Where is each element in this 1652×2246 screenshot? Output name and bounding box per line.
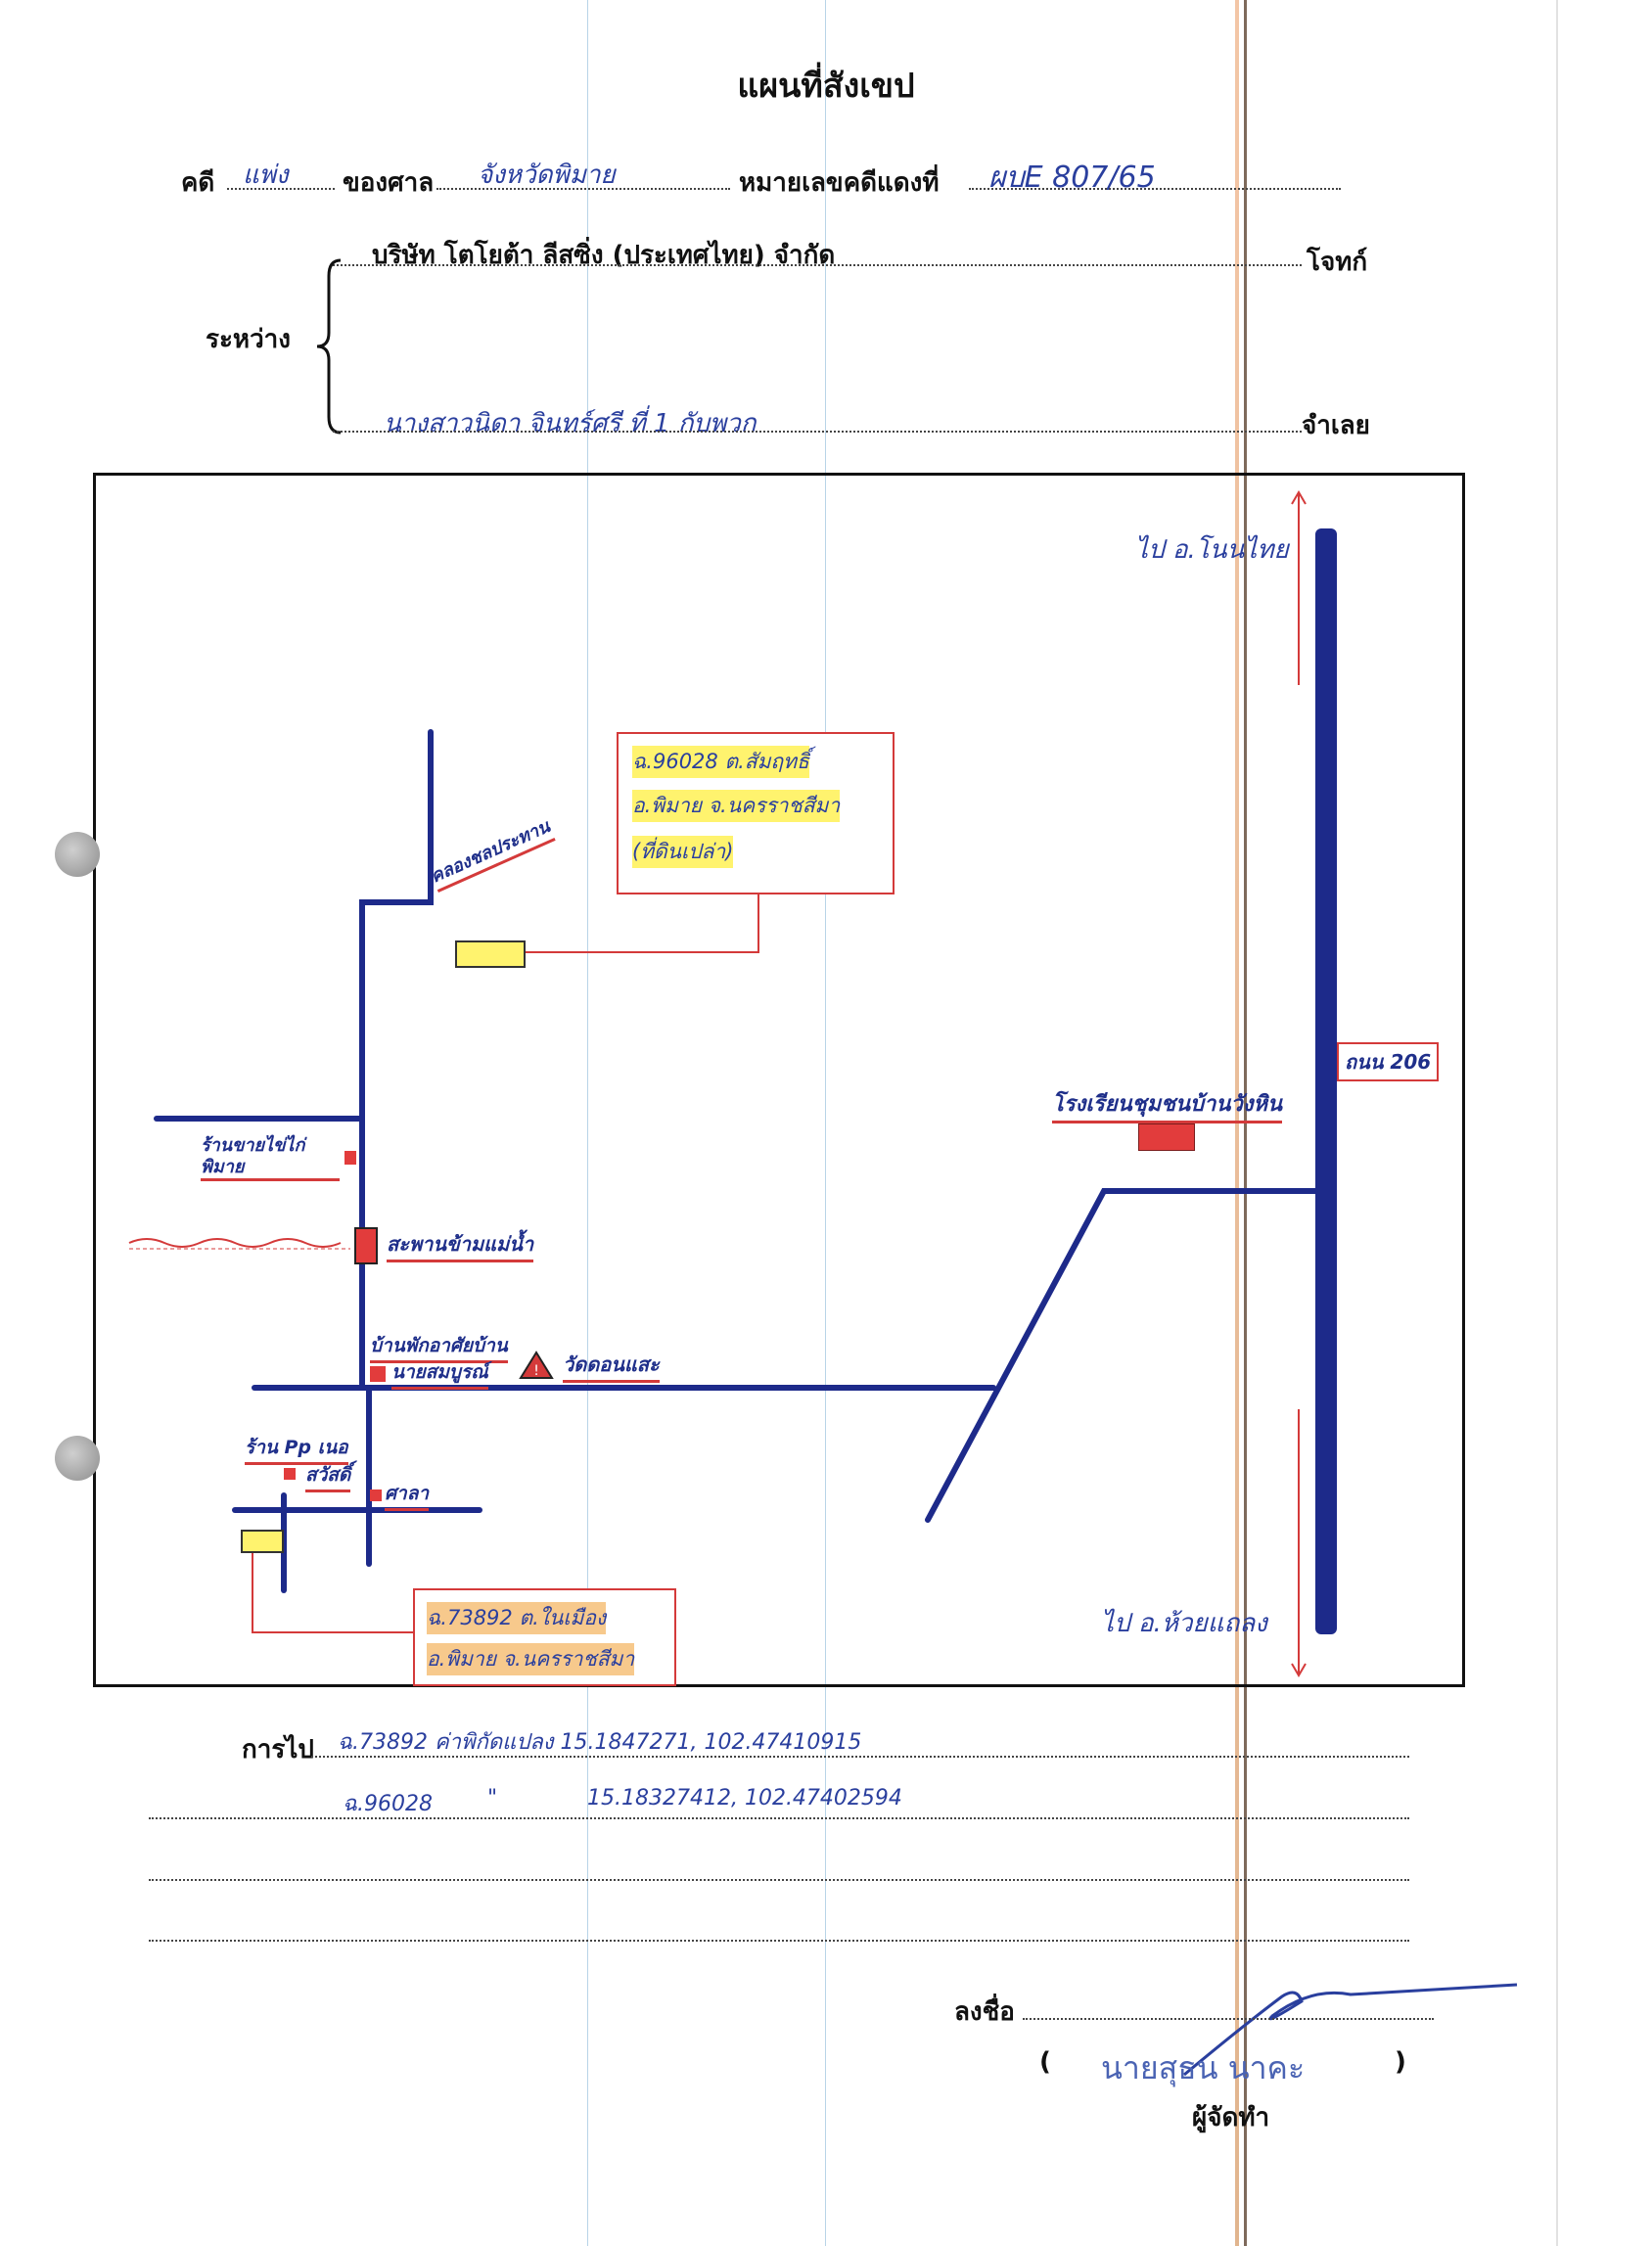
paper-rule-line xyxy=(587,0,588,2246)
homestay-label-line2: นายสมบูรณ์ xyxy=(391,1357,488,1390)
dotted-line xyxy=(227,188,335,190)
bridge-marker xyxy=(354,1227,378,1264)
school-label: โรงเรียนชุมชนบ้านวังหิน xyxy=(1052,1086,1283,1123)
defendant-name: นางสาวนิดา จินทร์ศรี ที่ 1 กับพวก xyxy=(384,409,757,438)
signer-name: นายสุธน นาคะ xyxy=(1101,2049,1306,2086)
directions-label: การไป xyxy=(242,1735,314,1765)
to-top-label: ไป อ.โนนไทย xyxy=(1135,535,1289,565)
river-line xyxy=(128,1238,342,1248)
connector-line-deed2 xyxy=(252,1549,413,1633)
dotted-line xyxy=(149,1879,1409,1881)
case-type: แพ่ง xyxy=(243,160,289,190)
directions-line2-mark: " xyxy=(487,1786,498,1811)
dotted-line xyxy=(311,1756,1409,1758)
dotted-line xyxy=(969,188,1341,190)
map-frame xyxy=(93,473,1465,1687)
dotted-line xyxy=(333,431,1302,433)
left-vertical-road xyxy=(359,729,434,1388)
deed-73892-box: ฉ.73892 ต.ในเมือง อ.พิมาย จ.นครราชสีมา xyxy=(413,1588,676,1686)
shop-left-label: ร้านขายไข่ไก่ พิมาย xyxy=(201,1135,340,1181)
arrow-down-icon xyxy=(1291,1663,1307,1677)
dotted-line xyxy=(1023,2018,1434,2020)
temple-label: วัดดอนแสะ xyxy=(563,1349,660,1383)
temple-icon xyxy=(519,1351,554,1379)
bridge-label: สะพานข้ามแม่น้ำ xyxy=(387,1228,534,1262)
deed2-line2: อ.พิมาย จ.นครราชสีมา xyxy=(427,1643,635,1675)
between-label: ระหว่าง xyxy=(206,325,291,354)
defendant-label: จำเลย xyxy=(1302,411,1370,440)
dotted-line xyxy=(149,1817,1409,1819)
deed-96028-box: ฉ.96028 ต.สัมฤทธิ์ อ.พิมาย จ.นครราชสีมา … xyxy=(617,732,895,894)
role-label: ผู้จัดทำ xyxy=(1192,2103,1270,2132)
svg-text:!: ! xyxy=(533,1363,539,1379)
branch-road xyxy=(925,1188,1318,1523)
sala-label: ศาลา xyxy=(385,1479,430,1511)
directions-line2-coords: 15.18327412, 102.47402594 xyxy=(587,1786,902,1811)
plot-marker-73892 xyxy=(241,1530,284,1553)
pp-shop-marker xyxy=(284,1468,296,1480)
to-bottom-label: ไป อ.ห้วยแถลง xyxy=(1101,1609,1267,1638)
deed1-line2: อ.พิมาย จ.นครราชสีมา xyxy=(632,790,841,822)
paper-rule-line xyxy=(825,0,826,2246)
dotted-line xyxy=(436,188,730,190)
signature-label: ลงชื่อ xyxy=(954,1997,1015,2027)
school-marker xyxy=(1138,1123,1195,1151)
brace-icon xyxy=(316,258,342,435)
homestay-label-line1: บ้านพักอาศัยบ้าน xyxy=(370,1331,508,1363)
red-number-label: หมายเลขคดีแดงที่ xyxy=(739,168,940,198)
shop-marker xyxy=(344,1151,356,1165)
pp-shop-label-line2: สวัสดิ์ xyxy=(305,1460,351,1492)
plot-marker-96028 xyxy=(455,940,526,968)
signature-scribble xyxy=(1183,1983,1518,2077)
case-label: คดี xyxy=(181,168,215,198)
deed1-line1: ฉ.96028 ต.สัมฤทธิ์ xyxy=(632,746,809,778)
page-title: แผนที่สังเขป xyxy=(737,67,915,106)
deed2-line1: ฉ.73892 ต.ในเมือง xyxy=(427,1602,607,1634)
connector-line-deed1 xyxy=(524,891,759,953)
dotted-line xyxy=(333,264,1302,266)
sala-marker xyxy=(370,1490,382,1501)
open-paren: ( xyxy=(1039,2047,1051,2077)
directions-line1: ฉ.73892 ค่าพิกัดแปลง 15.1847271, 102.474… xyxy=(338,1730,862,1755)
plaintiff-label: โจทก์ xyxy=(1307,248,1368,277)
pp-shop-label-line1: ร้าน Pp เนอ xyxy=(245,1433,348,1465)
close-paren: ) xyxy=(1395,2047,1406,2077)
highway-206 xyxy=(1315,528,1337,1634)
punch-hole xyxy=(55,832,100,877)
dotted-line xyxy=(149,1940,1409,1942)
court-label: ของศาล xyxy=(343,168,435,198)
punch-hole xyxy=(55,1436,100,1481)
directions-line2-deed: ฉ.96028 xyxy=(343,1792,433,1816)
road-206-label: ถนน 206 xyxy=(1337,1042,1440,1081)
court-name: จังหวัดพิมาย xyxy=(478,160,616,190)
homestay-marker xyxy=(370,1366,386,1382)
paper-edge xyxy=(1556,0,1558,2246)
arrow-up-icon xyxy=(1291,490,1307,505)
deed1-line3: (ที่ดินเปล่า) xyxy=(632,836,734,868)
